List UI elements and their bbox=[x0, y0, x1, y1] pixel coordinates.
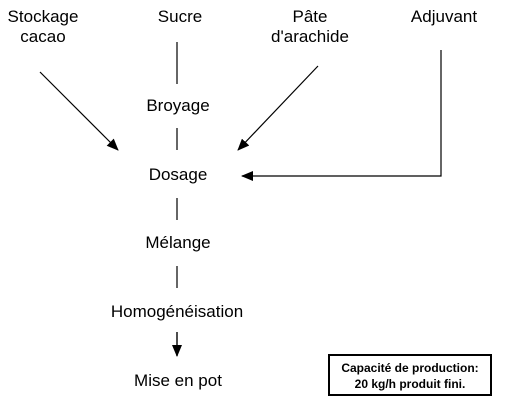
capacity-line1: Capacité de production: bbox=[341, 361, 479, 375]
step-broyage: Broyage bbox=[143, 96, 213, 116]
source-pate-line2: d'arachide bbox=[271, 27, 349, 46]
step-mise-en-pot: Mise en pot bbox=[131, 371, 225, 391]
arrow-adjuvant-dosage bbox=[241, 50, 442, 181]
capacity-note: Capacité de production: 20 kg/h produit … bbox=[328, 354, 492, 396]
source-pate-arachide: Pâte d'arachide bbox=[271, 7, 349, 47]
arrow-pate-dosage bbox=[237, 65, 319, 151]
step-dosage: Dosage bbox=[145, 165, 211, 185]
source-sucre: Sucre bbox=[157, 7, 203, 26]
source-stockage-line2: cacao bbox=[20, 27, 66, 46]
capacity-line2: 20 kg/h produit fini. bbox=[354, 377, 466, 391]
source-stockage-cacao: Stockage cacao bbox=[8, 7, 79, 47]
step-melange: Mélange bbox=[142, 233, 214, 253]
step-homogeneisation: Homogénéisation bbox=[107, 302, 247, 322]
arrow-stockage-dosage bbox=[39, 71, 119, 151]
source-pate-line1: Pâte bbox=[292, 7, 328, 26]
source-stockage-line1: Stockage bbox=[7, 7, 79, 26]
source-adjuvant: Adjuvant bbox=[410, 7, 478, 26]
